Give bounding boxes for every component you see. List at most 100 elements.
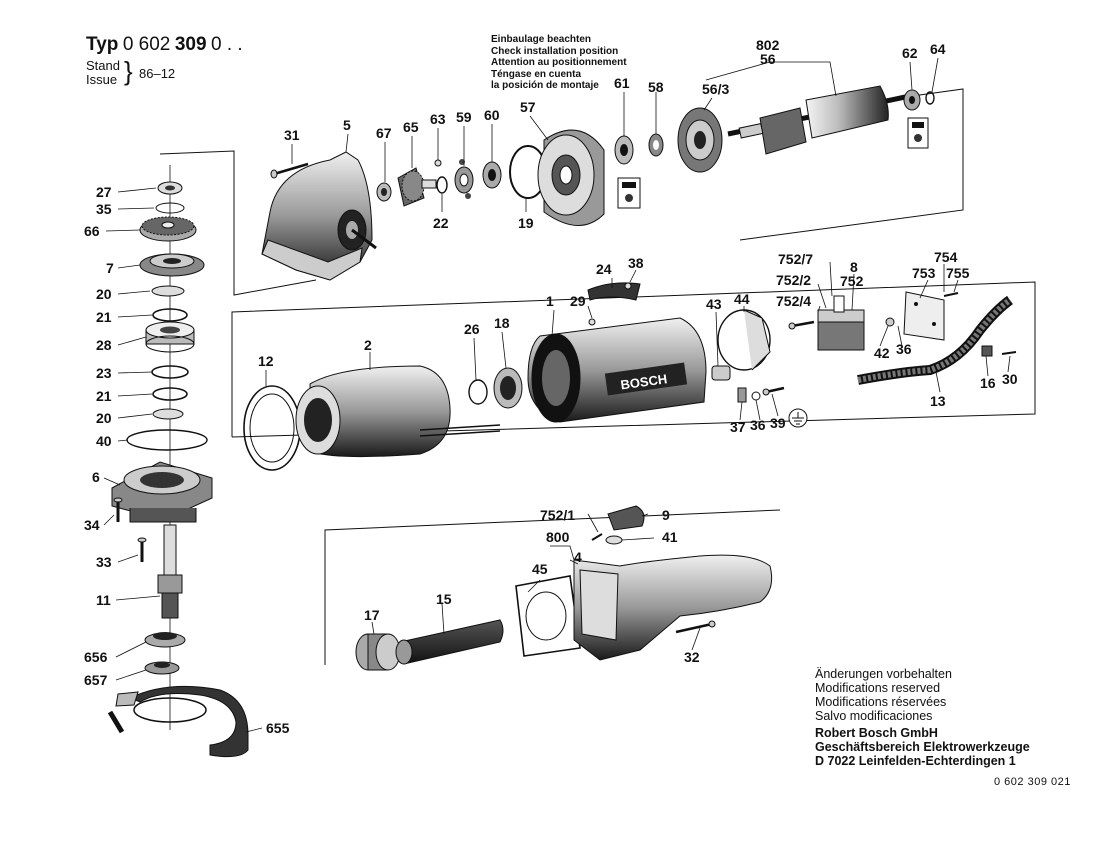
callout-label: 42	[874, 345, 890, 361]
part-28-bearing	[145, 321, 195, 353]
callout-label: 56	[760, 51, 776, 67]
callout-label: 36	[750, 417, 766, 433]
part-755-screw	[943, 292, 959, 297]
callout-label: 8	[850, 259, 858, 275]
part-752-4-screw	[788, 320, 815, 330]
note-line: la posición de montaje	[491, 80, 599, 91]
callout-label: 16	[980, 375, 996, 391]
company-name: Robert Bosch GmbH	[815, 726, 938, 740]
callout-label: 28	[96, 337, 112, 353]
callout-label: 59	[456, 109, 472, 125]
section-frame-middle	[231, 281, 1036, 438]
part-39-screw	[762, 386, 785, 396]
callout-label: 752/1	[540, 507, 575, 523]
part-56-armature	[727, 85, 911, 155]
part-56-3-fan	[677, 107, 723, 173]
part-9-lever	[607, 505, 645, 531]
part-62-bearing	[903, 89, 921, 111]
part-18-bearing	[493, 367, 523, 409]
callout-label: 20	[96, 410, 112, 426]
part-21-ring-lower	[152, 387, 188, 401]
part-36-washer	[751, 391, 761, 401]
callout-label: 36	[896, 341, 912, 357]
issue-date: 86–12	[139, 66, 176, 81]
part-13-cable	[857, 295, 1013, 385]
part-35-washer	[155, 202, 185, 214]
part-64-ring	[925, 91, 935, 105]
part-753-plate	[903, 291, 945, 341]
part-34-screw	[113, 497, 123, 522]
part-20-washer	[151, 285, 185, 297]
part-656-flange	[144, 632, 186, 648]
callout-label: 38	[628, 255, 644, 271]
note-line: Téngase en cuenta	[491, 68, 582, 80]
part-41-washer	[605, 535, 623, 545]
callout-label: 62	[902, 45, 918, 61]
part-29-screw	[588, 318, 596, 326]
document-number: 0 602 309 021	[994, 776, 1071, 788]
notice-line: Salvo modificaciones	[815, 709, 933, 723]
callout-label: 1	[546, 293, 554, 309]
callout-label: 31	[284, 127, 300, 143]
callout-label: 17	[364, 607, 380, 623]
callout-numbers: 27 35 66 7 20 21 28 23 21 20 40 6 34 33 …	[84, 37, 1018, 736]
callout-label: 29	[570, 293, 586, 309]
callout-label: 5	[343, 117, 351, 133]
bearing-orientation-icon	[617, 177, 641, 209]
part-657-nut	[144, 661, 180, 675]
callout-label: 34	[84, 517, 100, 533]
callout-label: 18	[494, 315, 510, 331]
part-655-guard	[107, 685, 249, 758]
part-17-cap	[355, 633, 401, 671]
callout-label: 657	[84, 672, 108, 688]
callout-label: 61	[614, 75, 630, 91]
section-frame-top	[159, 88, 964, 296]
callout-label: 15	[436, 591, 452, 607]
type-number-prefix: 0 602	[122, 34, 171, 55]
part-20-washer-lower	[152, 408, 184, 420]
notice-line: Modifications réservées	[815, 695, 947, 709]
notice-line: Modifications reserved	[815, 681, 941, 695]
callout-label: 13	[930, 393, 946, 409]
callout-label: 30	[1002, 371, 1018, 387]
part-31-screw	[270, 162, 309, 179]
callout-label: 6	[92, 469, 100, 485]
installation-note: Einbaulage beachten Check installation p…	[491, 34, 627, 92]
callout-label: 802	[756, 37, 780, 53]
part-57-bearing-shield	[537, 129, 605, 226]
part-22-ring	[436, 176, 448, 194]
callout-label: 752	[840, 273, 864, 289]
part-2-field	[295, 365, 501, 458]
part-11-spindle	[157, 524, 183, 619]
part-45-gasket	[515, 575, 581, 657]
type-number-suffix: 0 . .	[210, 34, 243, 55]
callout-label: 656	[84, 649, 108, 665]
callout-label: 67	[376, 125, 392, 141]
part-4-handle-housing	[573, 554, 773, 661]
part-6-flange	[111, 461, 213, 523]
callout-label: 754	[934, 249, 958, 265]
part-27-ring	[157, 181, 183, 195]
part-58-washer	[648, 133, 664, 157]
part-44-cap	[717, 309, 771, 371]
callout-label: 23	[96, 365, 112, 381]
callout-label: 27	[96, 184, 112, 200]
leader-lines	[103, 57, 1011, 733]
callout-label: 11	[96, 592, 111, 608]
part-66-gear	[139, 216, 197, 242]
note-line: Einbaulage beachten	[491, 34, 592, 45]
part-43-clamp	[711, 365, 731, 381]
type-title: Typ 0 602 309 0 . .	[86, 34, 243, 56]
callout-label: 24	[596, 261, 612, 277]
callout-label: 32	[684, 649, 700, 665]
part-63-screw	[434, 159, 442, 167]
part-15-handle-rod	[395, 619, 504, 665]
callout-label: 35	[96, 201, 112, 217]
part-30-screw	[1001, 351, 1017, 355]
part-42-nut	[885, 317, 895, 327]
callout-label: 37	[730, 419, 746, 435]
callout-label: 755	[946, 265, 970, 281]
company-location: D 7022 Leinfelden-Echterdingen 1	[815, 754, 1016, 768]
part-32-screw	[675, 620, 716, 634]
